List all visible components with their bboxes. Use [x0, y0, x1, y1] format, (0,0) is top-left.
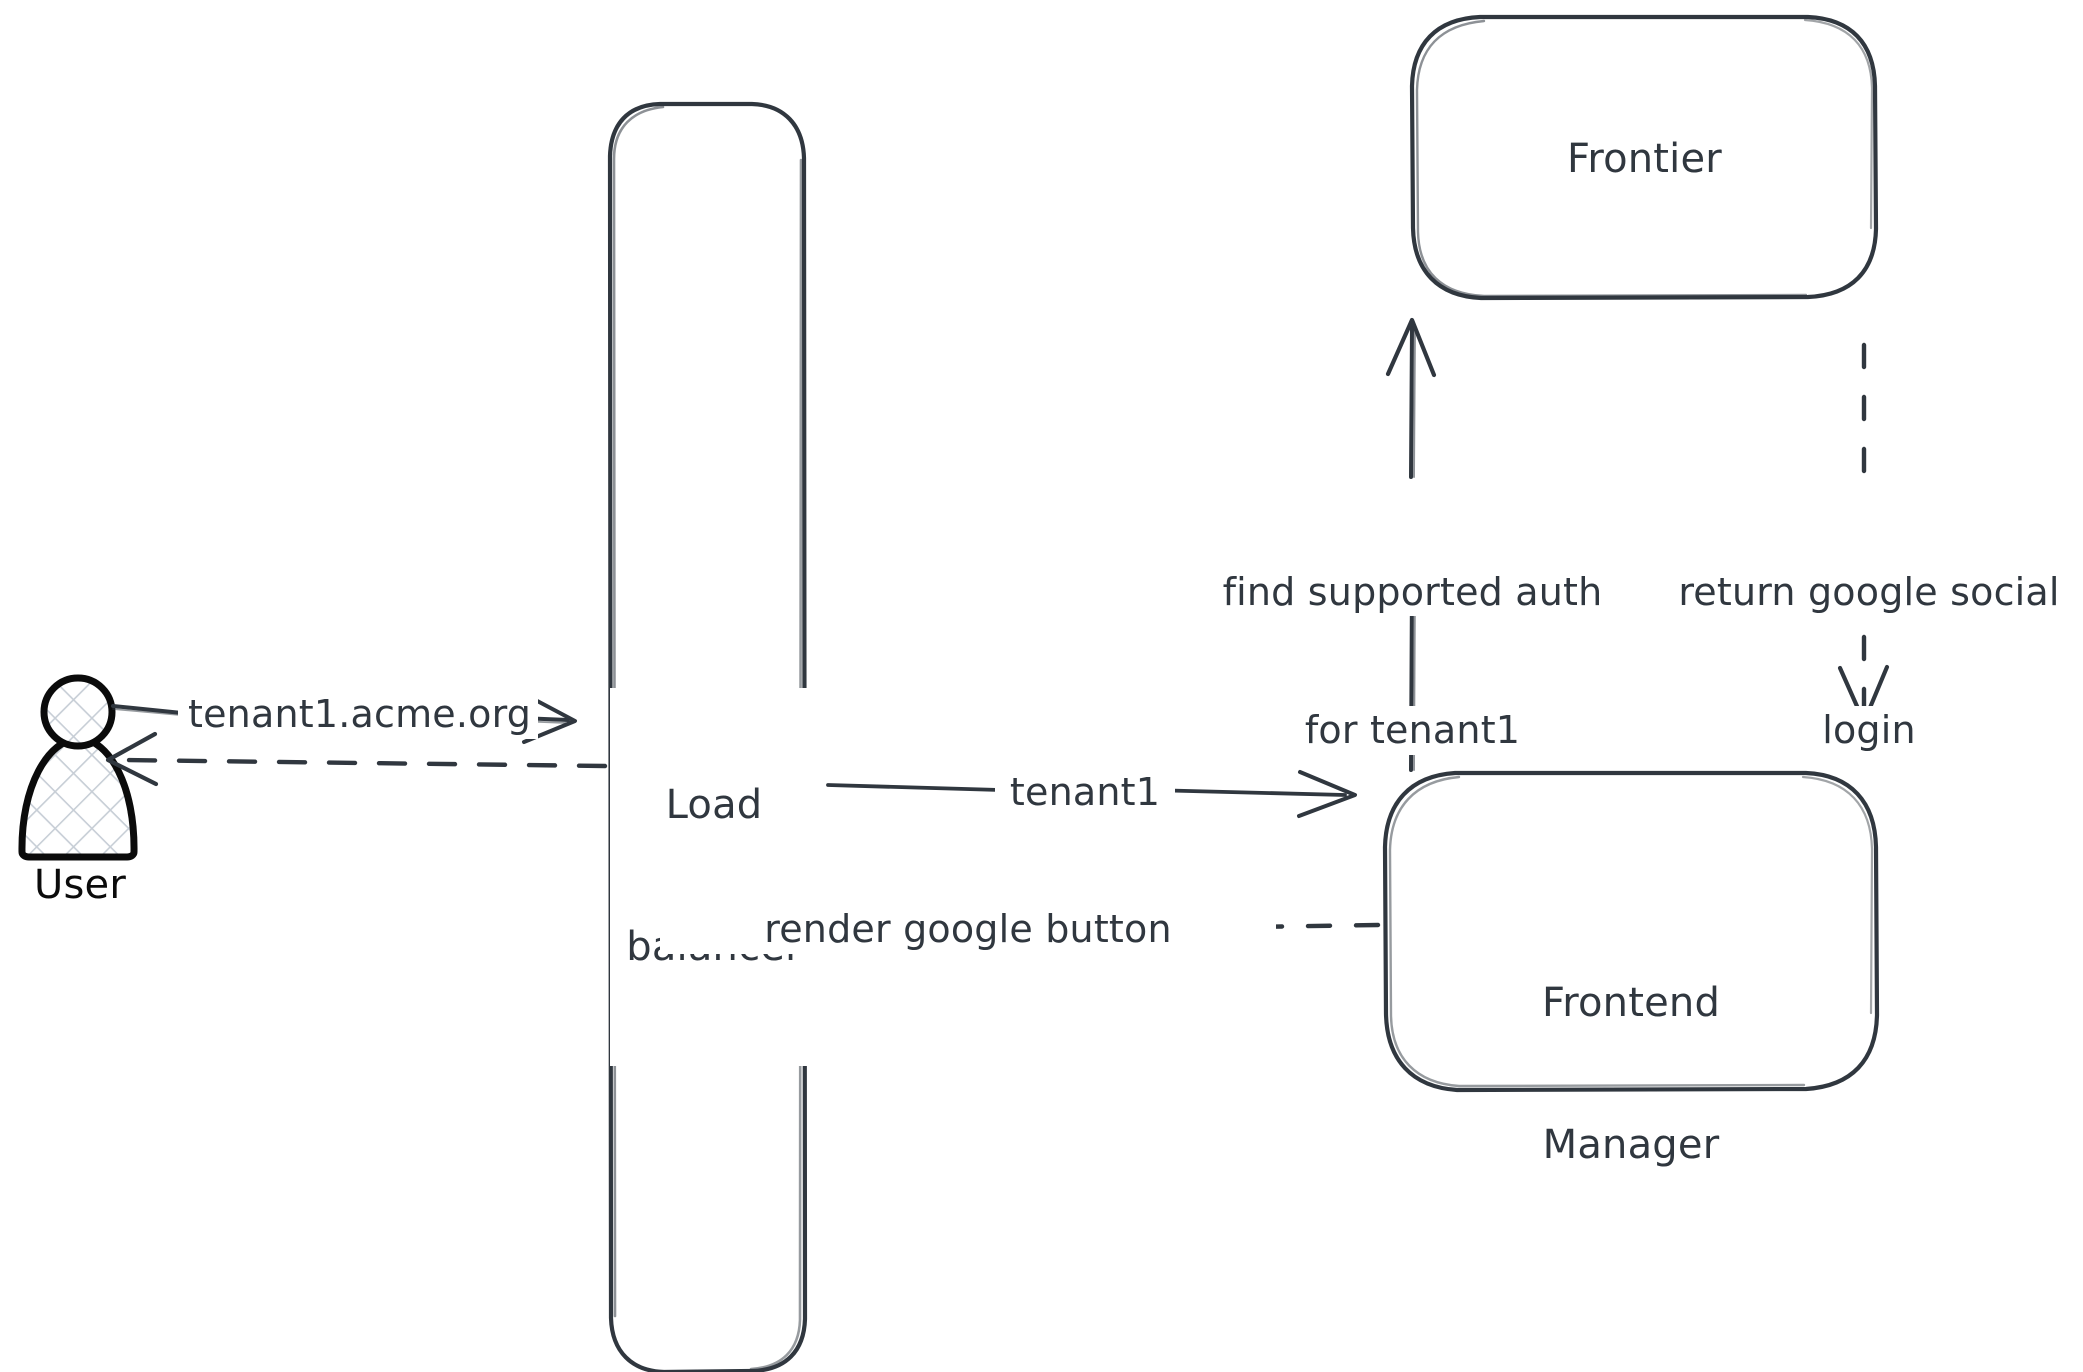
- edge-frontier-to-fm: [1837, 342, 1890, 725]
- node-load-balancer[interactable]: [607, 101, 808, 1372]
- edge-fm-to-frontier: [1385, 317, 1437, 772]
- node-frontier[interactable]: [1409, 14, 1879, 301]
- edge-user-to-lb: [111, 693, 577, 744]
- edge-lb-to-fm: [826, 770, 1357, 818]
- edge-lb-to-user: [105, 731, 608, 787]
- person-icon[interactable]: [18, 674, 138, 861]
- node-frontend-manager[interactable]: [1382, 770, 1880, 1093]
